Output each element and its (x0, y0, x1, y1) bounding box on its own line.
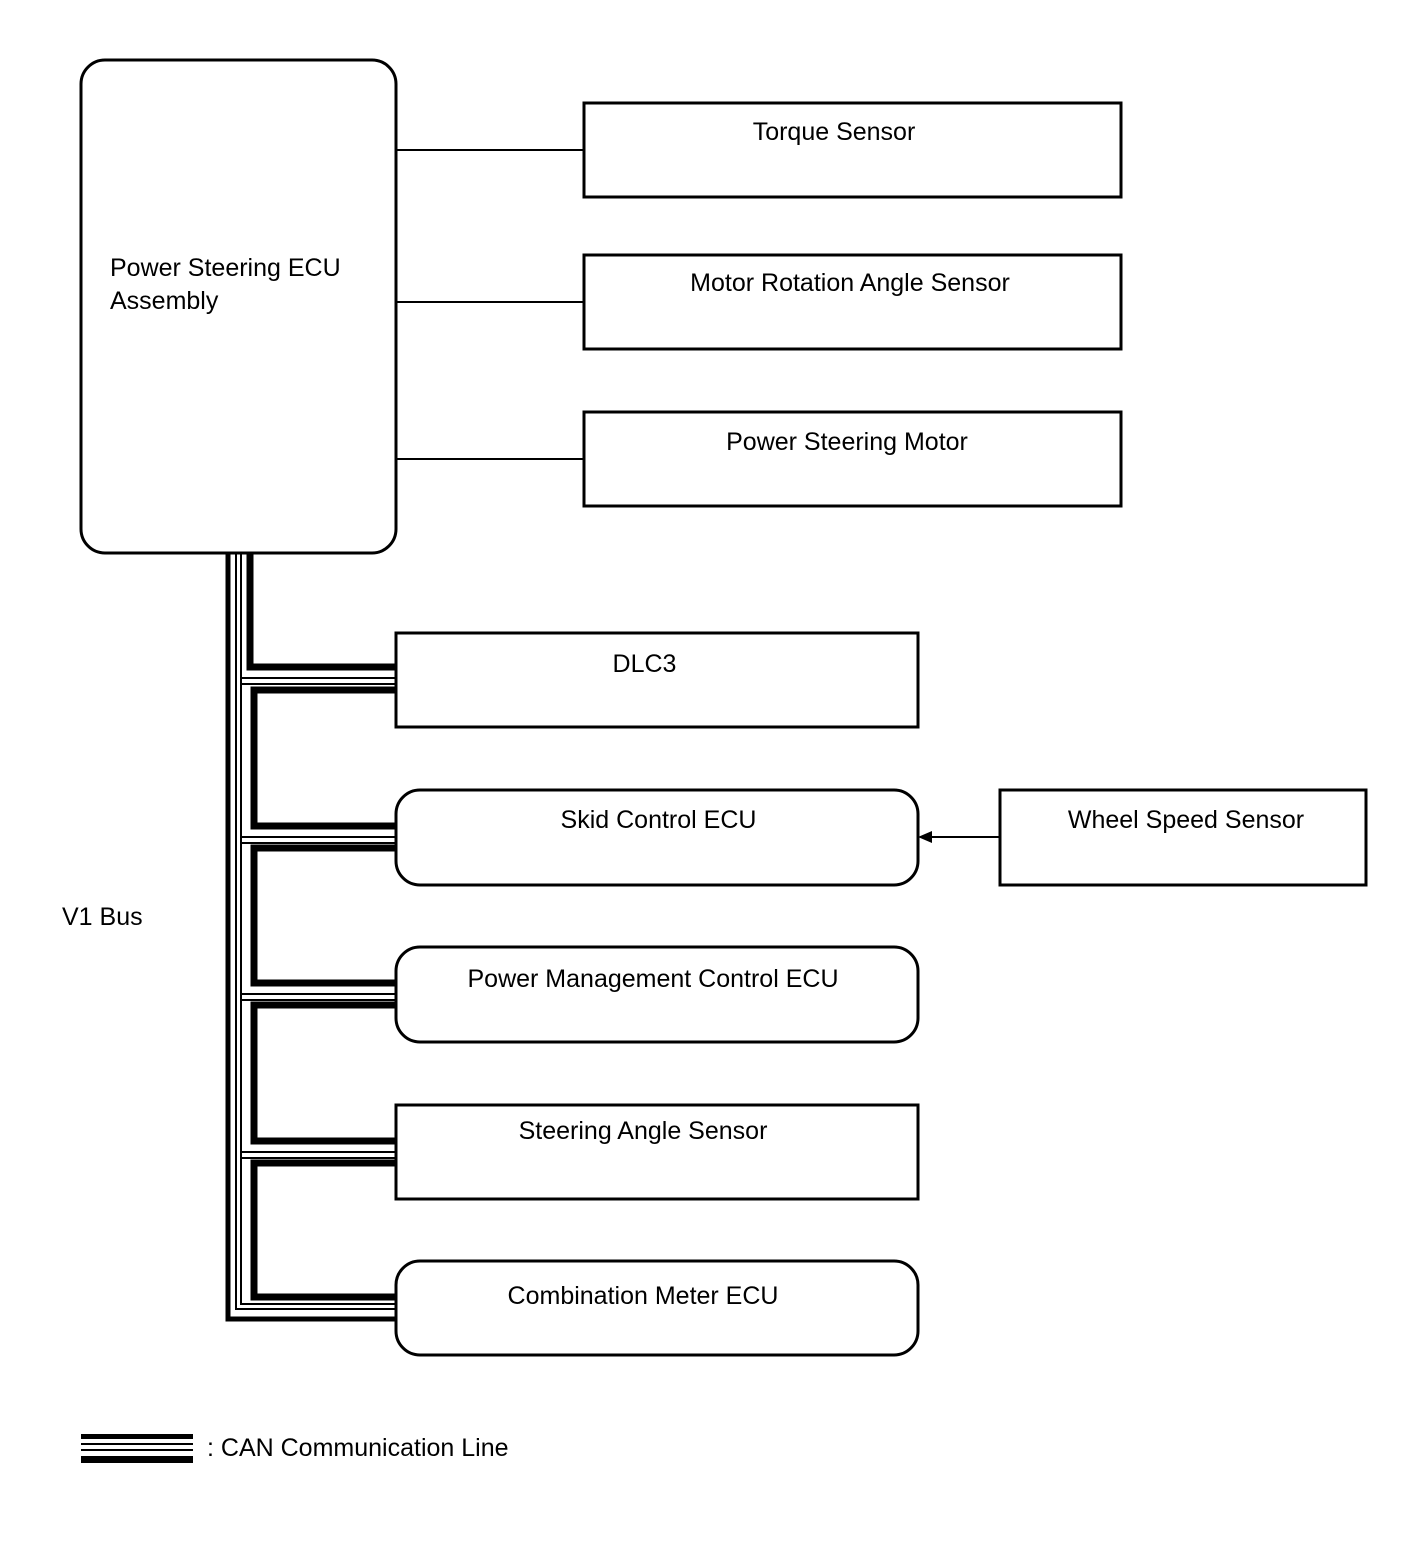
power-management-ecu-box (394, 945, 920, 1044)
torque-sensor-label: Torque Sensor (752, 118, 916, 146)
wheel-speed-sensor-label: Wheel Speed Sensor (1067, 806, 1305, 834)
can-bus-lines (225, 553, 396, 1322)
can-bus-thin-line-2 (240, 553, 396, 1305)
dlc3-box (394, 631, 920, 729)
legend-can-symbol (81, 1434, 193, 1463)
can-bus-outer-line (225, 553, 396, 1322)
ecu-label-line2: Assembly (110, 287, 219, 315)
steering-angle-sensor-label: Steering Angle Sensor (518, 1117, 768, 1145)
skid-control-ecu-label: Skid Control ECU (560, 806, 757, 834)
can-bus-spur-lines (241, 677, 396, 1153)
power-steering-motor-label: Power Steering Motor (726, 428, 968, 456)
skid-control-ecu-box (394, 788, 920, 887)
motor-rotation-angle-sensor-label: Motor Rotation Angle Sensor (690, 269, 1010, 297)
power-steering-ecu-box (79, 58, 398, 555)
can-bus-inner-line (246, 553, 396, 1301)
ecu-label-line1: Power Steering ECU (110, 254, 341, 282)
legend-text: : CAN Communication Line (207, 1434, 509, 1462)
dlc3-label: DLC3 (612, 650, 677, 678)
power-management-ecu-label: Power Management Control ECU (467, 965, 839, 993)
wheel-speed-arrowhead (918, 831, 932, 843)
can-bus-thin-line-1 (235, 553, 396, 1310)
steering-angle-sensor-box (394, 1103, 920, 1201)
v1-bus-label: V1 Bus (62, 903, 143, 931)
combination-meter-ecu-label: Combination Meter ECU (507, 1282, 779, 1310)
can-bus-spur-lines-2 (241, 683, 396, 1159)
combination-meter-ecu-box (394, 1259, 920, 1357)
